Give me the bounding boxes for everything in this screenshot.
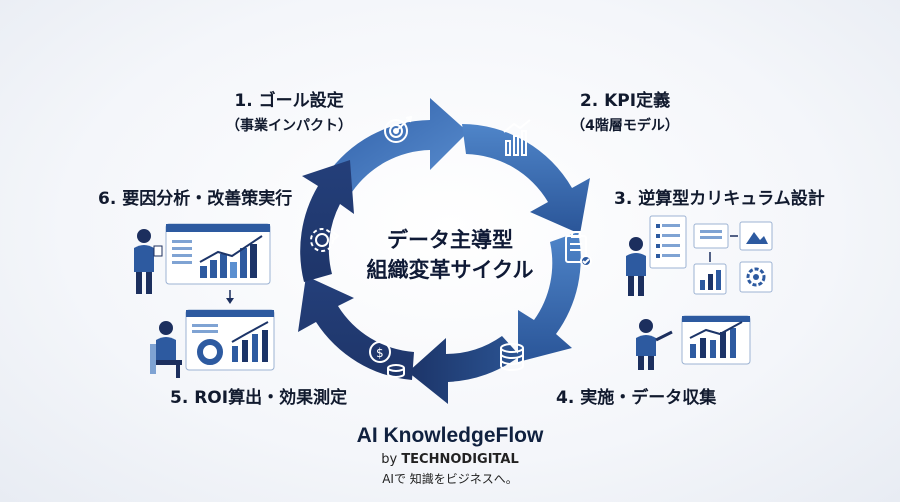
step-4-title: 4. 実施・データ収集 (556, 388, 717, 408)
brand-name: AI KnowledgeFlow (356, 424, 544, 447)
step-2: 2. KPI定義 （4階層モデル） (560, 86, 690, 135)
cycle-arrow-1 (326, 98, 468, 192)
target-icon (384, 115, 413, 143)
analysis-illustration-bottom (150, 309, 275, 378)
step-2-title: 2. KPI定義 (579, 91, 671, 111)
cycle-center-title: データ主導型 組織変革サイクル (360, 225, 540, 285)
cycle-arrow-5 (298, 276, 414, 380)
brand-byline: by TECHNODIGITAL (300, 452, 600, 467)
center-title-line2: 組織変革サイクル (366, 258, 534, 282)
money-gear-icon: $ (369, 341, 405, 378)
center-title-line1: データ主導型 (387, 228, 513, 252)
step-1-title: 1. ゴール設定 (234, 91, 344, 111)
step-6-title: 6. 要因分析・改善策実行 (98, 189, 293, 209)
analysis-illustration-top (134, 223, 271, 304)
byline-by: by (381, 452, 398, 467)
step-1: 1. ゴール設定 （事業インパクト） (212, 86, 366, 135)
step-2-subtitle: （4階層モデル） (571, 118, 679, 134)
step-3-title: 3. 逆算型カリキュラム設計 (614, 189, 825, 209)
settings-gear-icon (310, 228, 340, 252)
footer-branding: AI KnowledgeFlow by TECHNODIGITAL AIで 知識… (300, 424, 600, 487)
cycle-arrow-3 (518, 232, 581, 362)
cycle-arrow-6 (300, 160, 354, 282)
curriculum-illustration (626, 215, 773, 296)
company-name: TECHNODIGITAL (401, 452, 519, 467)
data-collection-illustration (636, 315, 751, 370)
cycle-arrow-4 (408, 336, 520, 404)
brand-tagline: AIで 知識をビジネスへ。 (382, 472, 518, 486)
clipboard-icon (565, 231, 592, 267)
step-1-subtitle: （事業インパクト） (226, 118, 352, 134)
cycle-arrow-2 (462, 124, 590, 234)
database-icon (500, 343, 524, 371)
svg-text:$: $ (376, 346, 384, 360)
bar-chart-icon (503, 119, 531, 156)
step-5-title: 5. ROI算出・効果測定 (170, 388, 348, 408)
